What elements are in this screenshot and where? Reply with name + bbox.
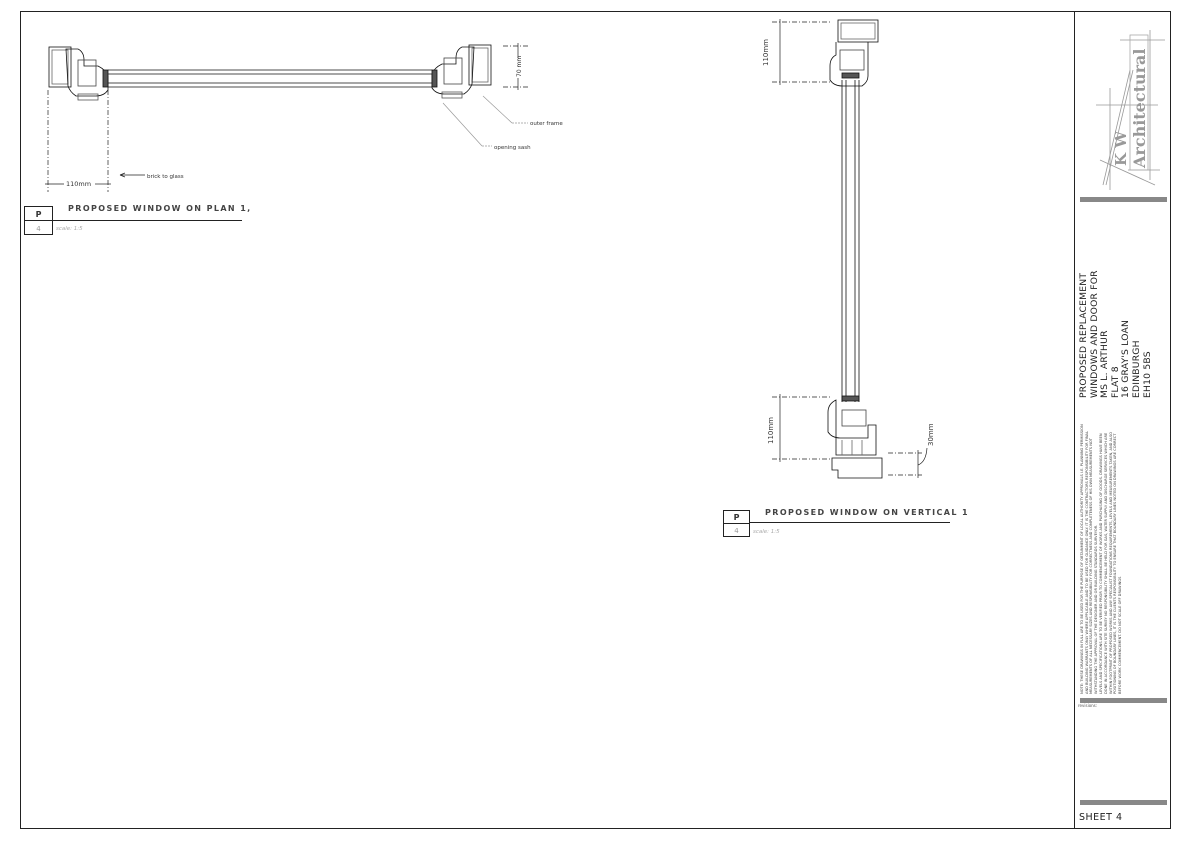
vertical-window-section	[827, 19, 883, 479]
note-paragraph: LEVELS AND SPECIFICATIONS ARE TO BE VERI…	[1099, 431, 1122, 694]
svg-text:P: P	[734, 513, 740, 522]
plan-detail-title: P 4 PROPOSED WINDOW ON PLAN 1, scale: 1:…	[24, 204, 252, 235]
plan-width-dimension: 110mm	[66, 180, 91, 188]
vertical-bottom-dimension: 110mm	[767, 417, 775, 444]
project-details: PROPOSED REPLACEMENT WINDOWS AND DOOR FO…	[1078, 270, 1153, 398]
note-paragraph: NOTE: THESE DRAWINGS IN FULL ARE TO BE U…	[1080, 424, 1098, 694]
svg-text:scale: 1:5: scale: 1:5	[753, 529, 780, 535]
plan-depth-dimension: 70 mm	[516, 56, 523, 77]
project-line: EDINBURGH	[1130, 340, 1142, 398]
svg-text:Architectural: Architectural	[1130, 48, 1149, 169]
project-line: EH10 5BS	[1141, 351, 1153, 398]
vertical-cill-dimension: 30mm	[927, 423, 935, 446]
sheet-number: SHEET 4	[1079, 812, 1123, 823]
svg-text:PROPOSED WINDOW ON VERTICAL 1: PROPOSED WINDOW ON VERTICAL 1	[765, 508, 969, 517]
title-block-bar	[1080, 197, 1167, 202]
title-block-bar	[1080, 800, 1167, 805]
plan-window-section	[48, 44, 492, 101]
svg-text:4: 4	[36, 225, 41, 233]
vertical-dimensions	[772, 19, 928, 478]
drawing-notes: NOTE: THESE DRAWINGS IN FULL ARE TO BE U…	[1080, 422, 1123, 694]
label-brick-to-glass: brick to glass	[147, 174, 184, 180]
vertical-top-dimension: 110mm	[762, 39, 770, 66]
revisions-label: revisions:	[1078, 703, 1098, 708]
project-line: PROPOSED REPLACEMENT	[1078, 272, 1089, 398]
vertical-detail-title: P 4 PROPOSED WINDOW ON VERTICAL 1 scale:…	[723, 508, 969, 537]
title-block-bar	[1080, 698, 1167, 703]
svg-text:K W: K W	[1112, 130, 1130, 166]
label-opening-sash: opening sash	[494, 145, 531, 151]
svg-text:scale: 1:5: scale: 1:5	[56, 226, 83, 232]
label-outer-frame: outer frame	[530, 121, 563, 127]
kw-architectural-logo: K W Architectural	[1096, 30, 1165, 190]
svg-text:P: P	[36, 210, 42, 219]
sheet-border	[20, 11, 1171, 829]
svg-text:4: 4	[734, 527, 739, 535]
svg-text:PROPOSED WINDOW ON PLAN 1,: PROPOSED WINDOW ON PLAN 1,	[68, 204, 252, 213]
plan-dimensions	[45, 43, 528, 192]
